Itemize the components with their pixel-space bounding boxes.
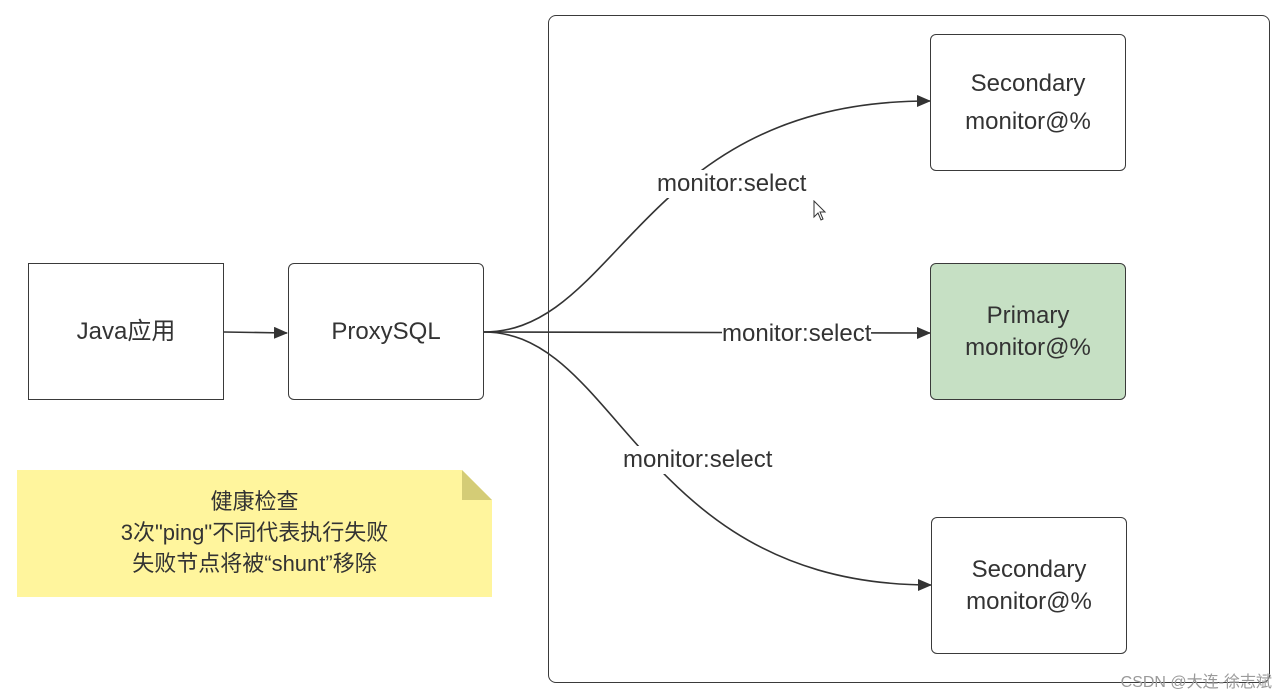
edge-label-secondary-bottom: monitor:select — [623, 446, 773, 474]
secondary-top-node: Secondary monitor@% — [930, 34, 1126, 171]
secondary-bottom-node: Secondary monitor@% — [931, 517, 1127, 654]
health-check-note: 健康检查 3次"ping"不同代表执行失败 失败节点将被“shunt”移除 — [17, 470, 492, 597]
note-line-2: 3次"ping"不同代表执行失败 — [120, 520, 389, 545]
mouse-pointer-icon — [813, 200, 827, 221]
secondary-bottom-role: Secondary — [971, 555, 1087, 583]
edge-proxysql-to-secondary-top — [483, 94, 931, 333]
note-line-1: 健康检查 — [210, 489, 299, 514]
edge-java-to-proxysql — [223, 326, 288, 339]
primary-node: Primary monitor@% — [930, 263, 1126, 400]
secondary-top-role: Secondary — [970, 69, 1086, 97]
sticky-note-shape — [17, 470, 492, 597]
primary-role: Primary — [986, 301, 1070, 329]
watermark: CSDN @大连-徐志斌 — [1120, 674, 1272, 691]
proxysql-label: ProxySQL — [331, 317, 441, 345]
java-app-label: Java应用 — [76, 317, 176, 345]
edge-label-secondary-top: monitor:select — [657, 170, 807, 198]
note-line-3: 失败节点将被“shunt”移除 — [132, 551, 377, 576]
secondary-bottom-user: monitor@% — [966, 587, 1092, 615]
secondary-top-user: monitor@% — [965, 107, 1091, 135]
edge-label-primary: monitor:select — [722, 320, 872, 348]
java-app-node: Java应用 — [28, 263, 224, 400]
primary-user: monitor@% — [965, 333, 1091, 361]
database-cluster-group — [548, 15, 1270, 683]
proxysql-node: ProxySQL — [288, 263, 484, 400]
